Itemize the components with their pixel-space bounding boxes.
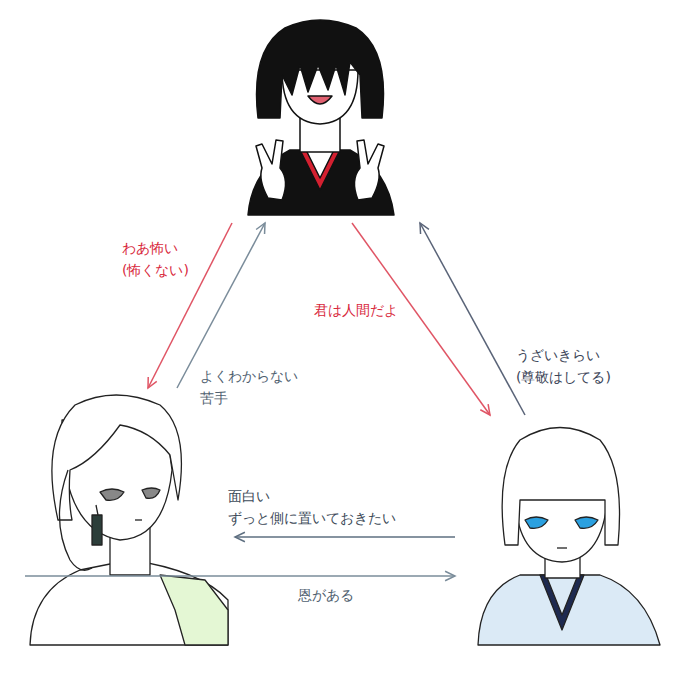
blue-eyed-character bbox=[478, 428, 660, 646]
black-haired-character bbox=[248, 20, 394, 215]
character-node bbox=[228, 18, 424, 223]
character-node bbox=[25, 388, 235, 645]
relation-label: うざいきらい (尊敬はしてる) bbox=[514, 345, 613, 388]
relation-arrow bbox=[235, 532, 455, 542]
relation-label: わあ怖い (怖くない) bbox=[120, 238, 191, 281]
character-node bbox=[455, 415, 667, 645]
relation-arrow bbox=[420, 223, 525, 415]
relation-label: 面白い ずっと側に置いておきたい bbox=[226, 486, 398, 529]
relation-arrow bbox=[25, 571, 455, 581]
relation-label: よくわからない 苦手 bbox=[198, 366, 300, 409]
relation-label: 恩がある bbox=[296, 585, 356, 607]
white-haired-character bbox=[30, 395, 228, 645]
relation-label: 君は人間だよ bbox=[312, 300, 400, 322]
